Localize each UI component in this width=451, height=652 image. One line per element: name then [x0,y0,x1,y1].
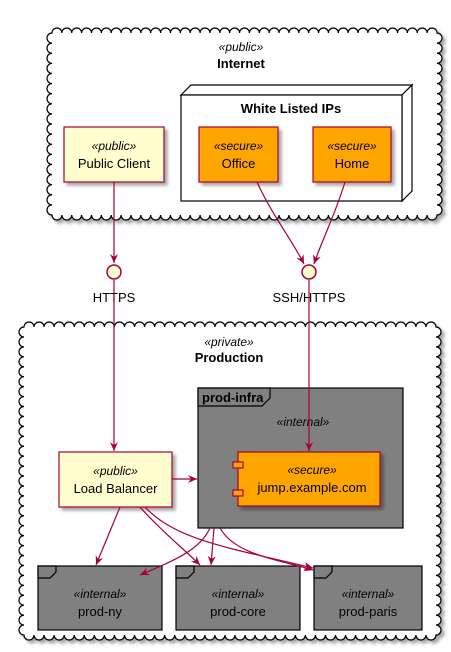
prod-core-frame[interactable]: «internal» prod-core [175,565,301,631]
lb-to-prod-core-arrow [139,506,201,566]
jump-stereotype: «secure» [287,463,337,477]
infra-to-prod-ny-arrow [139,527,211,576]
prod-ny-label: prod-ny [78,604,123,619]
office-label: Office [222,156,256,171]
prod-ny-stereotype: «internal» [74,587,127,601]
load-balancer-stereotype: «public» [93,464,138,478]
prod-core-label: prod-core [210,604,266,619]
internet-title: Internet [217,56,265,71]
lb-to-prod-paris-arrow [144,506,314,570]
jump-label: jump.example.com [256,480,366,495]
office-node[interactable]: «secure» Office [198,126,279,183]
prod-infra-stereotype: «internal» [277,415,330,429]
whitelist-title: White Listed IPs [241,101,341,116]
production-stereotype: «private» [204,335,254,349]
public-client-stereotype: «public» [92,139,137,153]
prod-ny-frame[interactable]: «internal» prod-ny [37,565,163,631]
load-balancer-node[interactable]: «public» Load Balancer [58,451,173,508]
jump-component[interactable]: «secure» jump.example.com [232,451,381,507]
public-client-label: Public Client [78,156,151,171]
lb-to-prod-ny-arrow [95,506,121,566]
home-stereotype: «secure» [327,139,377,153]
internet-cloud: «public» Internet White Listed IPs «secu… [46,27,443,221]
home-to-ssh-arrow [313,181,346,265]
infra-to-prod-paris-arrow [219,527,314,572]
office-to-ssh-arrow [256,181,305,265]
production-cloud: «private» Production prod-infra «interna… [18,321,442,641]
internet-stereotype: «public» [219,40,264,54]
load-balancer-label: Load Balancer [74,481,159,496]
prod-core-stereotype: «internal» [212,587,265,601]
home-node[interactable]: «secure» Home [312,126,392,183]
office-stereotype: «secure» [214,139,264,153]
prod-paris-stereotype: «internal» [342,587,395,601]
infra-to-prod-core-arrow [207,527,216,566]
prod-paris-frame[interactable]: «internal» prod-paris [313,565,423,631]
connections [95,181,346,576]
prod-infra-title: prod-infra [202,390,264,405]
component-icon [232,461,244,469]
home-label: Home [335,156,370,171]
prod-paris-label: prod-paris [339,604,398,619]
production-title: Production [195,350,264,365]
public-client-node[interactable]: «public» Public Client [63,126,165,183]
